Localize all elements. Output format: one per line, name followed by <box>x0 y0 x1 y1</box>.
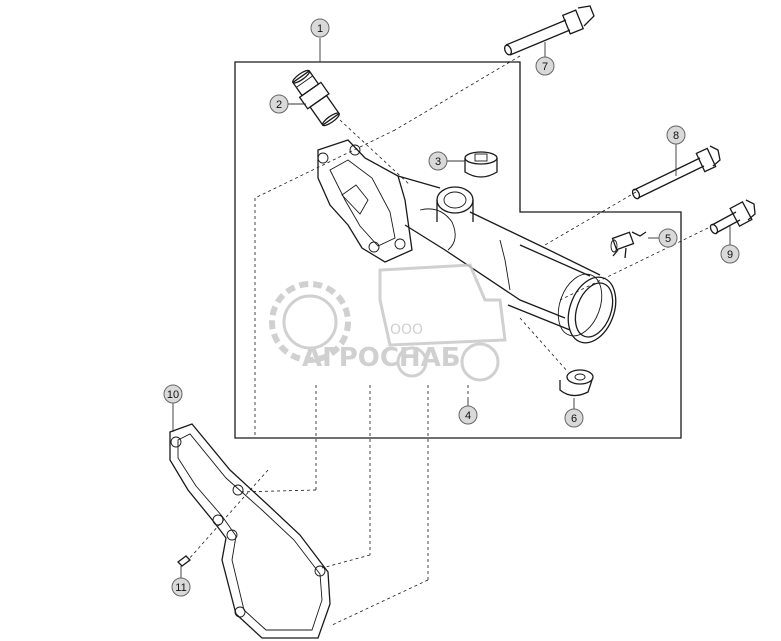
svg-text:8: 8 <box>673 130 679 142</box>
svg-text:7: 7 <box>542 61 548 73</box>
svg-text:9: 9 <box>727 249 733 261</box>
svg-text:2: 2 <box>276 99 282 111</box>
callout-3: 3 <box>428 151 465 171</box>
alignment-lines <box>187 55 709 627</box>
long-bolt-part <box>503 5 595 56</box>
svg-text:11: 11 <box>175 582 186 594</box>
assembly-frame <box>234 61 682 439</box>
svg-text:5: 5 <box>665 233 671 245</box>
svg-text:6: 6 <box>571 413 577 425</box>
sensor-part <box>610 231 647 259</box>
callout-8: 8 <box>666 125 686 176</box>
callout-5: 5 <box>648 228 678 248</box>
svg-text:10: 10 <box>167 389 179 401</box>
gasket-part <box>169 423 331 639</box>
callout-4: 4 <box>458 398 478 425</box>
plug-part <box>464 151 498 178</box>
callout-6: 6 <box>564 398 584 428</box>
pin-part <box>177 555 191 567</box>
svg-text:3: 3 <box>435 156 441 168</box>
callout-2: 2 <box>269 94 306 114</box>
cap-part <box>559 369 594 397</box>
callout-11: 11 <box>171 566 191 597</box>
svg-text:1: 1 <box>317 23 323 35</box>
watermark-name: АГРОСНАБ <box>302 343 461 373</box>
callout-1: 1 <box>310 18 330 38</box>
watermark-logo: ООО АГРОСНАБ <box>269 263 507 382</box>
medium-bolt-part <box>631 145 721 200</box>
callout-9: 9 <box>720 226 740 264</box>
short-bolt-part <box>709 199 756 235</box>
callout-7: 7 <box>535 42 555 76</box>
watermark-prefix: ООО <box>390 322 423 338</box>
hose-nipple-part <box>291 69 341 127</box>
thermostat-housing-part <box>317 139 617 344</box>
callout-10: 10 <box>163 384 183 432</box>
svg-text:4: 4 <box>465 410 471 422</box>
